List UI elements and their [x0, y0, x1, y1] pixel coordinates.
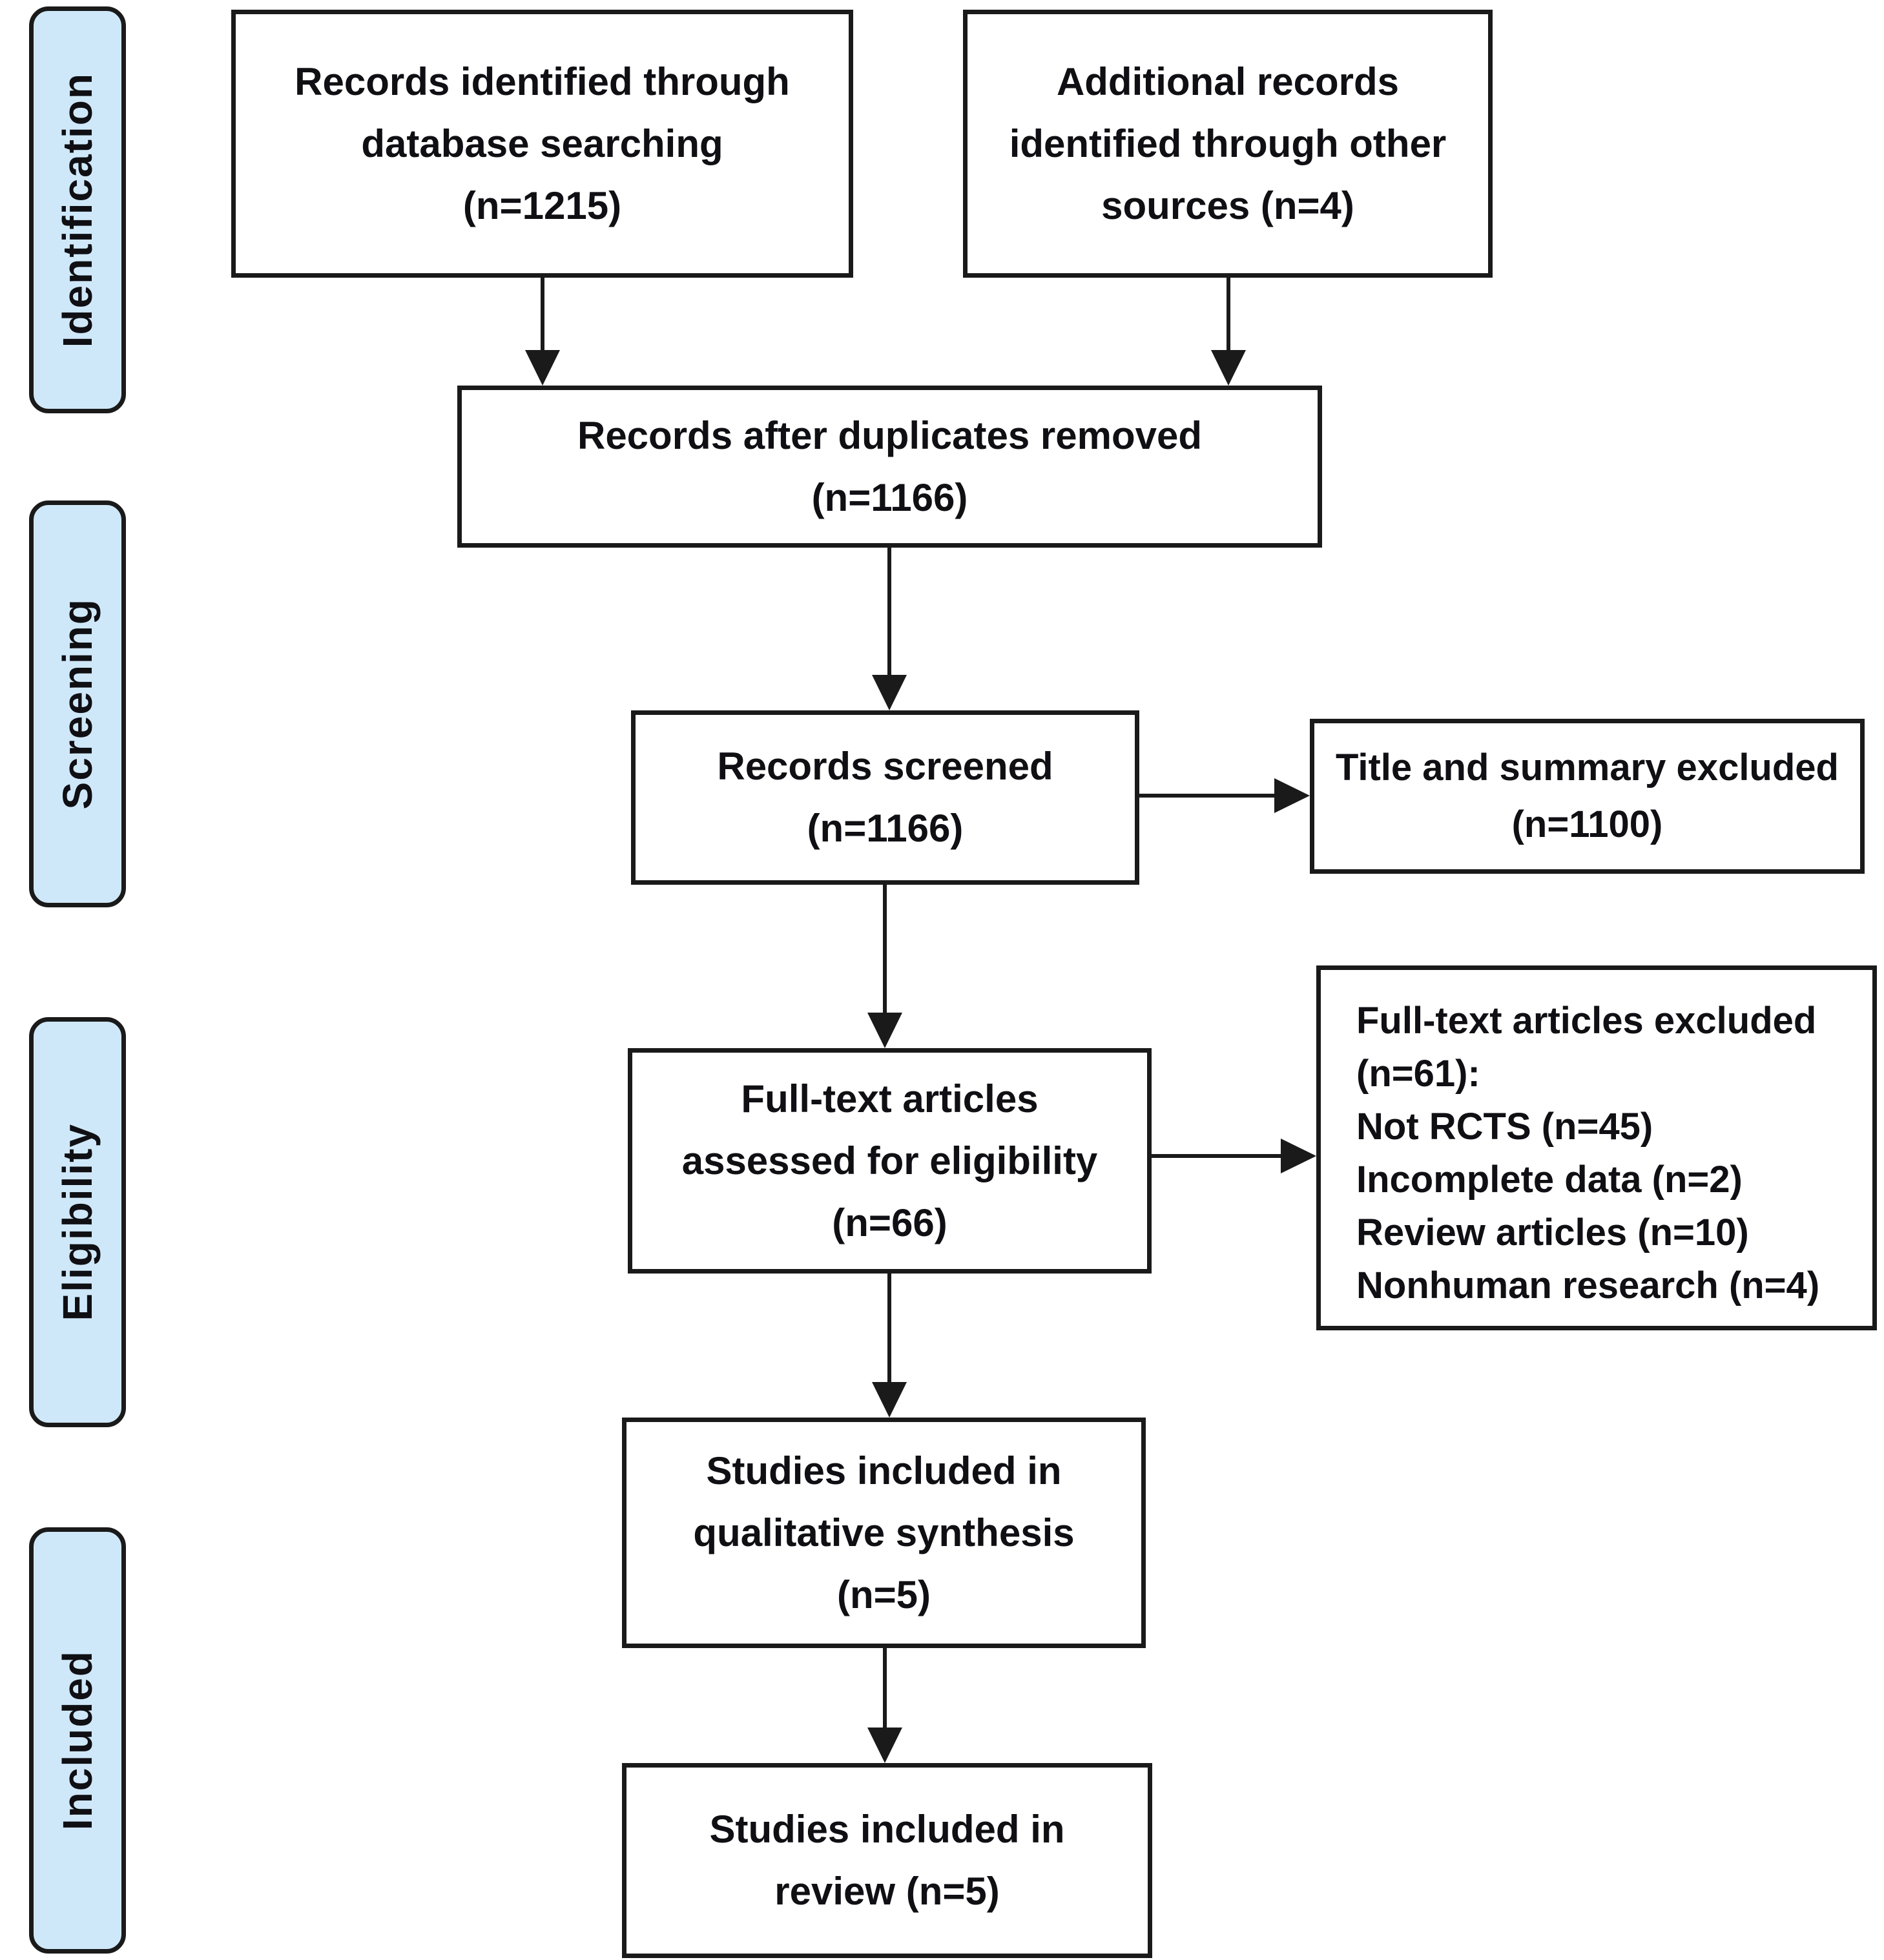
box-text-line: (n=5): [836, 1573, 931, 1616]
box-text-line: Full-text articles excluded: [1356, 1000, 1817, 1042]
stage-pill-identification: Identification: [29, 6, 126, 413]
arrowhead-right-icon: [1281, 1139, 1316, 1173]
connector-line: [883, 885, 887, 1014]
box-text-line: Records identified through: [295, 59, 790, 103]
box-text-line: Title and summary excluded: [1336, 747, 1839, 789]
box-text-line: Not RCTS (n=45): [1356, 1106, 1653, 1148]
arrowhead-right-icon: [1274, 778, 1310, 813]
box-fulltext-assessed: Full-text articles assessed for eligibil…: [628, 1048, 1152, 1274]
connector-line: [1152, 1154, 1282, 1158]
stage-pill-screening: Screening: [29, 500, 126, 907]
arrowhead-down-icon: [872, 1382, 907, 1418]
arrowhead-down-icon: [867, 1013, 902, 1048]
box-text-line: identified through other: [1009, 121, 1447, 165]
connector-line: [887, 1274, 891, 1383]
box-text-line: assessed for eligibility: [681, 1139, 1098, 1182]
box-qualitative-synthesis: Studies included in qualitative synthesi…: [622, 1418, 1146, 1648]
arrowhead-down-icon: [867, 1728, 902, 1763]
box-text-line: (n=1166): [807, 807, 964, 850]
box-text-line: Records screened: [717, 745, 1053, 788]
box-text-line: qualitative synthesis: [693, 1511, 1075, 1554]
stage-label-included: Included: [54, 1650, 101, 1831]
arrowhead-down-icon: [872, 675, 907, 710]
connector-line: [1227, 278, 1230, 351]
box-included-review: Studies included in review (n=5): [622, 1763, 1152, 1958]
box-text-line: Records after duplicates removed: [577, 413, 1202, 457]
box-title-summary-excluded: Title and summary excluded (n=1100): [1310, 719, 1865, 874]
stage-label-identification: Identification: [54, 72, 101, 348]
box-text-line: Full-text articles: [741, 1077, 1039, 1120]
box-text-line: database searching: [361, 121, 723, 165]
box-additional-records-other-sources: Additional records identified through ot…: [963, 10, 1493, 278]
box-text-line: (n=61):: [1356, 1053, 1480, 1095]
arrowhead-down-icon: [525, 350, 560, 386]
arrowhead-down-icon: [1211, 350, 1246, 386]
box-text-line: (n=66): [832, 1201, 947, 1244]
box-text-line: Studies included in: [709, 1808, 1065, 1851]
box-text-line: Incomplete data (n=2): [1356, 1159, 1743, 1201]
box-fulltext-excluded: Full-text articles excluded (n=61): Not …: [1316, 965, 1877, 1330]
box-text-line: (n=1215): [462, 183, 622, 227]
box-text-line: (n=1100): [1511, 803, 1663, 845]
stage-pill-eligibility: Eligibility: [29, 1017, 126, 1427]
box-text-line: Review articles (n=10): [1356, 1212, 1749, 1253]
box-text-line: (n=1166): [811, 475, 968, 519]
stage-label-eligibility: Eligibility: [54, 1123, 101, 1321]
box-records-after-duplicates-removed: Records after duplicates removed (n=1166…: [457, 386, 1322, 548]
stage-label-screening: Screening: [54, 598, 101, 810]
stage-pill-included: Included: [29, 1527, 126, 1954]
connector-line: [1139, 794, 1276, 798]
box-records-screened: Records screened (n=1166): [631, 710, 1139, 885]
box-text-line: Studies included in: [706, 1449, 1062, 1492]
box-text-line: Additional records: [1056, 59, 1400, 103]
connector-line: [883, 1648, 887, 1729]
box-text-line: review (n=5): [774, 1870, 1000, 1913]
connector-line: [541, 278, 544, 351]
box-text-line: sources (n=4): [1101, 183, 1354, 227]
box-text-line: Nonhuman research (n=4): [1356, 1264, 1820, 1306]
connector-line: [887, 548, 891, 676]
box-records-identified-database: Records identified through database sear…: [231, 10, 853, 278]
